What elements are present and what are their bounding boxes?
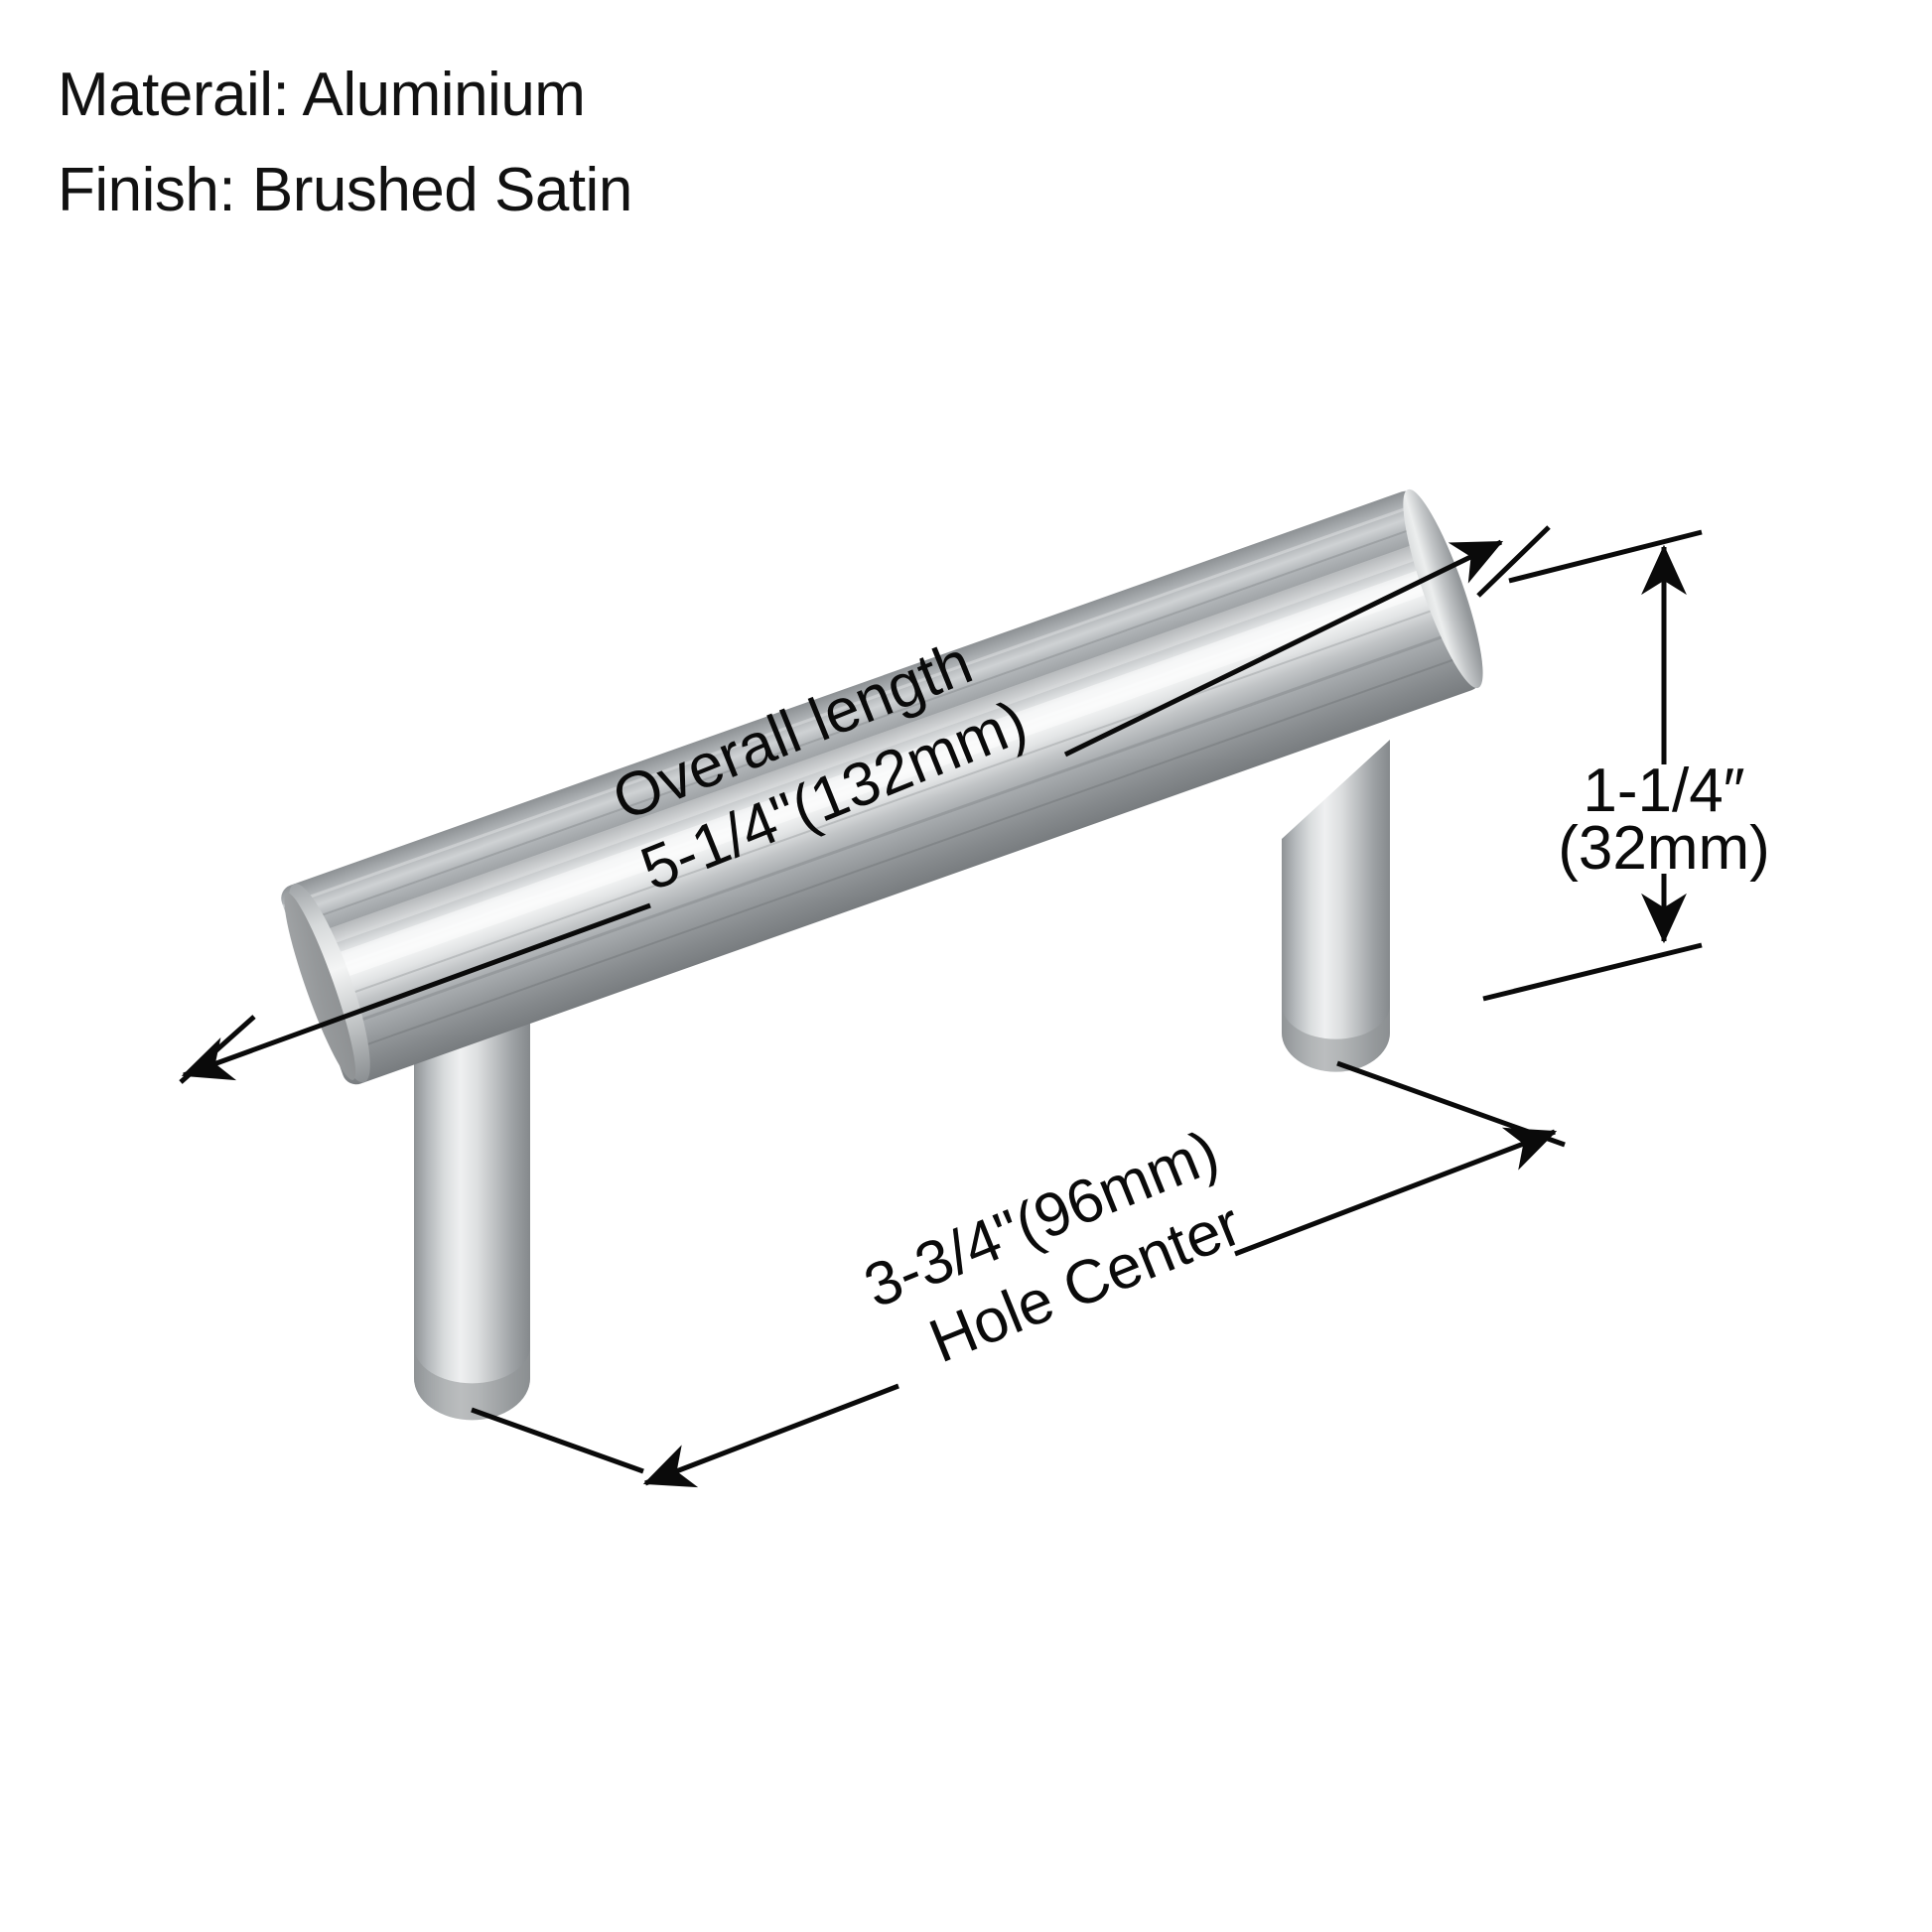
overall-length-dimension bbox=[179, 525, 1551, 1084]
spec-text-block: Materail: Aluminium Finish: Brushed Sati… bbox=[58, 48, 1249, 238]
height-extension-top bbox=[1508, 529, 1703, 584]
left-mounting-post bbox=[414, 1007, 530, 1421]
height-dimension bbox=[1482, 529, 1703, 1002]
hole-center-extension-right bbox=[1336, 1060, 1566, 1148]
handle-bar bbox=[281, 490, 1481, 1085]
height-label-line1: 1-1/4″ bbox=[1583, 757, 1744, 825]
height-label: 1-1/4″ (32mm) bbox=[1558, 757, 1770, 883]
height-label-line2: (32mm) bbox=[1558, 814, 1770, 883]
left-end-cap bbox=[284, 884, 370, 1083]
hole-center-line-right bbox=[1234, 1127, 1558, 1257]
material-spec-line: Materail: Aluminium bbox=[58, 61, 586, 129]
right-mounting-post bbox=[1282, 740, 1390, 1072]
overall-length-line-lower bbox=[181, 902, 651, 1081]
finish-spec-line: Finish: Brushed Satin bbox=[58, 156, 632, 224]
hole-center-extension-left bbox=[471, 1407, 644, 1474]
hole-center-line-left bbox=[642, 1383, 899, 1488]
overall-length-extension-right bbox=[1476, 525, 1551, 598]
right-end-cap bbox=[1403, 488, 1483, 689]
height-extension-bottom bbox=[1482, 942, 1703, 1002]
handle-body bbox=[281, 488, 1483, 1421]
hole-center-dimension bbox=[471, 1060, 1566, 1488]
hole-center-label: 3-3/4"(96mm) Hole Center bbox=[855, 1118, 1250, 1377]
overall-length-line-upper bbox=[1063, 539, 1504, 758]
